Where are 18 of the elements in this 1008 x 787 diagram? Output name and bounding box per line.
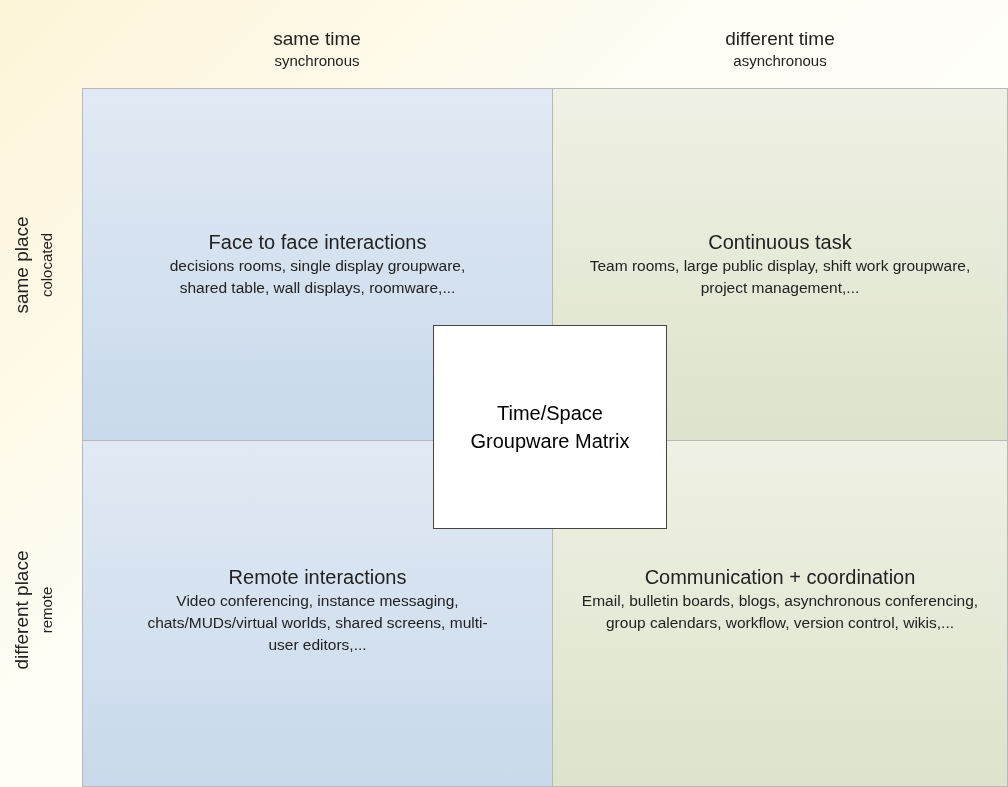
quadrant-heading: Continuous task xyxy=(708,230,852,255)
axis-subheading: remote xyxy=(37,586,55,634)
axis-subheading: asynchronous xyxy=(733,52,827,69)
quadrant-description: Video conferencing, instance messaging, chats/MUDs/virtual worlds, shared screens, multi-user editors,... xyxy=(146,591,489,655)
quadrant-heading: Face to face interactions xyxy=(208,230,427,255)
axis-heading: same place xyxy=(11,216,33,314)
axis-heading: different time xyxy=(725,28,835,50)
quadrant-heading: Communication + coordination xyxy=(644,565,916,590)
axis-heading: same time xyxy=(273,28,361,50)
center-box xyxy=(433,325,667,529)
axis-subheading: colocated xyxy=(37,232,55,298)
axis-subheading: synchronous xyxy=(274,52,360,69)
center-title: Time/Space Groupware Matrix xyxy=(469,401,631,454)
quadrant-description: Team rooms, large public display, shift work groupware, project management,... xyxy=(588,256,972,298)
quadrant-heading: Remote interactions xyxy=(228,565,407,590)
quadrant-description: Email, bulletin boards, blogs, asynchronous conferencing, group calendars, workflow, version control, wikis,... xyxy=(580,591,980,633)
axis-heading: different place xyxy=(11,550,33,670)
quadrant-description: decisions rooms, single display groupware, shared table, wall displays, roomware,... xyxy=(168,256,467,298)
